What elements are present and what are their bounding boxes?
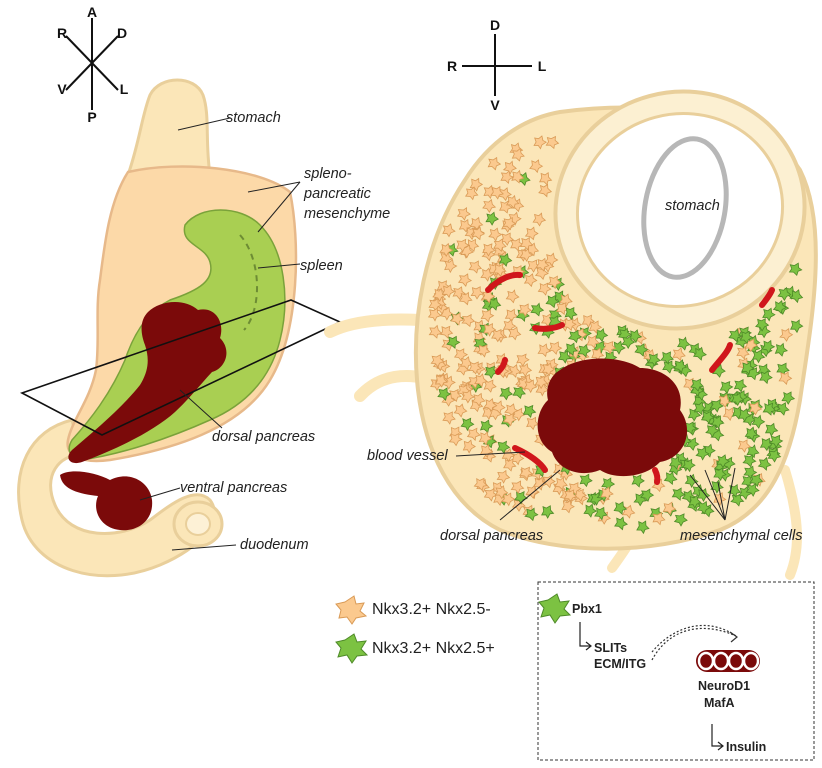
label-spleno-3: mesenchyme — [304, 206, 390, 222]
legend: Nkx3.2+ Nkx2.5- Nkx3.2+ Nkx2.5+ — [336, 596, 495, 663]
beta-cell-cluster-icon — [696, 650, 760, 672]
compass-l: L — [120, 81, 129, 97]
orange-cell-icon — [336, 596, 366, 624]
label-spleno-2: pancreatic — [303, 186, 372, 202]
compass-right-l: L — [538, 58, 547, 74]
label-spleno-1: spleno- — [304, 166, 352, 182]
left-compass: A R D V L P — [57, 4, 129, 125]
legend-item-nkx25-pos: Nkx3.2+ Nkx2.5+ — [372, 640, 495, 657]
pathway-neurod1: NeuroD1 — [698, 679, 750, 693]
label-duodenum: duodenum — [240, 537, 309, 553]
legend-item-nkx25-neg: Nkx3.2+ Nkx2.5- — [372, 601, 491, 618]
right-cross-section: D V R L — [330, 17, 822, 575]
compass-a: A — [87, 4, 97, 20]
compass-p: P — [87, 109, 96, 125]
label-stomach-left: stomach — [226, 110, 281, 126]
label-spleen: spleen — [300, 258, 343, 274]
pathway-ecm: ECM/ITG — [594, 657, 646, 671]
compass-right-v: V — [490, 97, 500, 113]
pathway-pbx1: Pbx1 — [572, 602, 602, 616]
pathway-mafa: MafA — [704, 696, 735, 710]
pathway-slits: SLITs — [594, 641, 627, 655]
ventral-pancreas-shape — [60, 471, 152, 530]
right-compass: D V R L — [447, 17, 547, 113]
section-dorsal-pancreas — [538, 358, 687, 476]
green-cell-icon — [336, 634, 367, 663]
label-dorsal-pancreas-right: dorsal pancreas — [440, 528, 543, 544]
label-stomach-right: stomach — [665, 198, 720, 214]
compass-v: V — [57, 81, 67, 97]
label-ventral-pancreas: ventral pancreas — [180, 480, 287, 496]
left-embryo-diagram: A R D V L P stomach — [19, 4, 391, 576]
compass-r: R — [57, 25, 67, 41]
compass-d: D — [117, 25, 127, 41]
compass-right-d: D — [490, 17, 500, 33]
blood-vessel — [655, 470, 657, 482]
label-dorsal-pancreas-left: dorsal pancreas — [212, 429, 315, 445]
stomach-top — [128, 80, 210, 175]
label-mesenchymal-cells: mesenchymal cells — [680, 528, 803, 544]
label-blood-vessel: blood vessel — [367, 448, 448, 464]
pathway-box: Pbx1 SLITs ECM/ITG NeuroD1 MafA Insulin — [538, 582, 814, 760]
compass-right-r: R — [447, 58, 457, 74]
pathway-insulin: Insulin — [726, 740, 766, 754]
